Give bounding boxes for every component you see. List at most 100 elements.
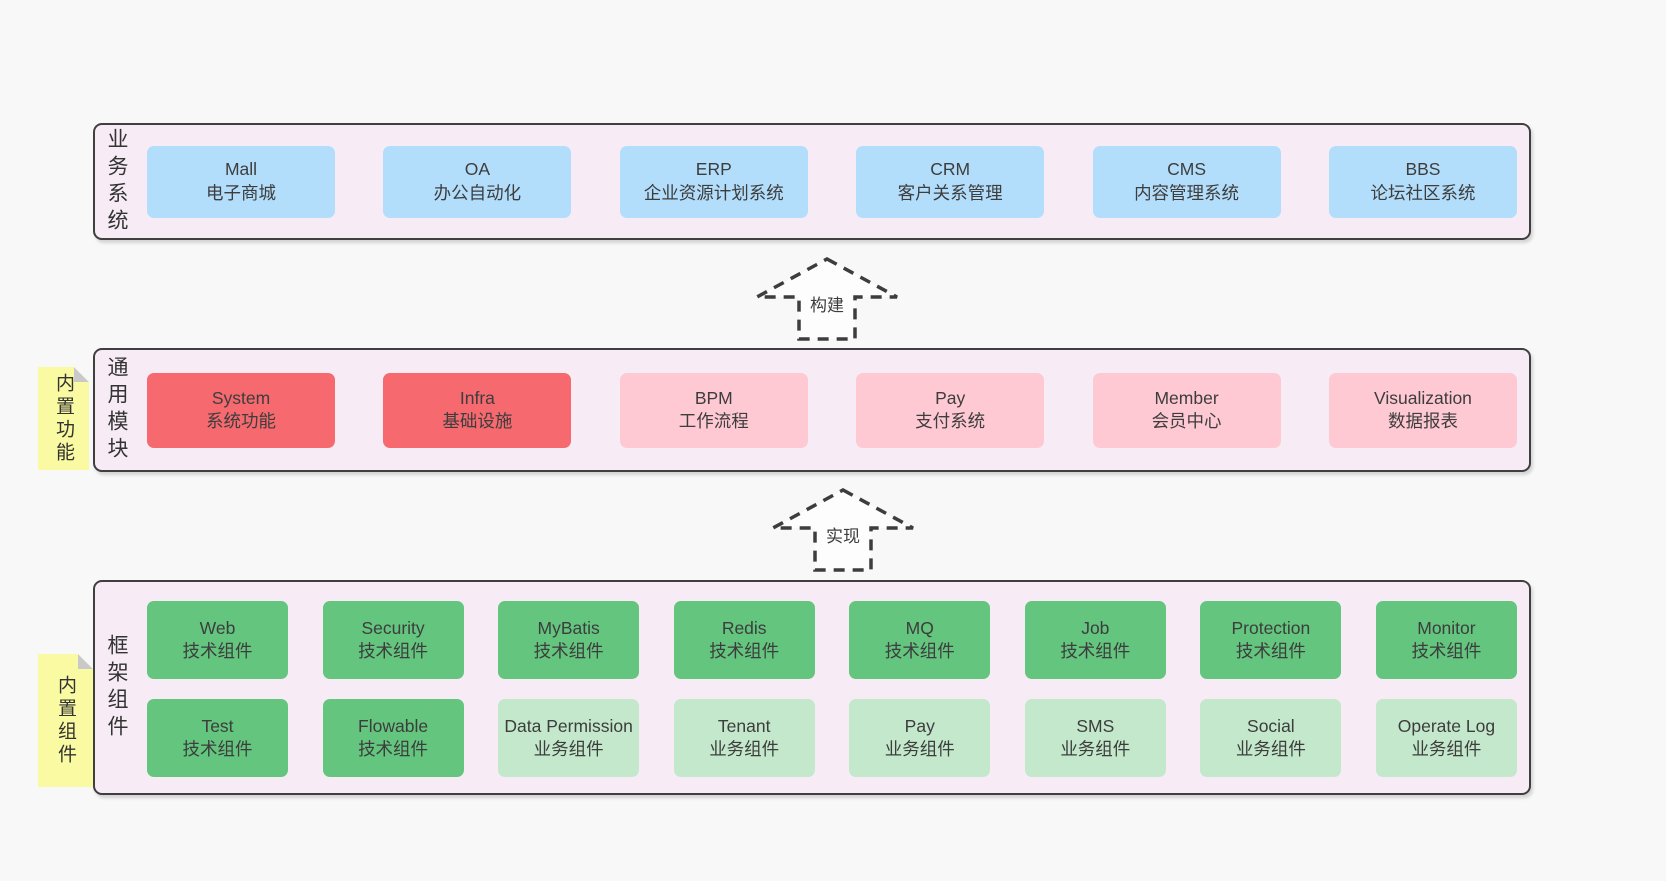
box-subtitle: 技术组件 [358,641,429,661]
box-title: Test [201,715,234,736]
box-title: Flowable [358,715,429,736]
box-title: Operate Log [1397,715,1496,736]
arrow-up-build: 构建 [752,255,902,343]
box-redis: Redis 技术组件 [673,601,815,679]
box-mall: Mall 电子商城 [147,145,335,218]
box-subtitle: 技术组件 [1411,641,1482,661]
box-protection: Protection 技术组件 [1200,601,1342,679]
box-subtitle: 企业资源计划系统 [643,182,784,203]
note-fold-corner [78,654,93,669]
box-title: Monitor [1417,617,1476,638]
layer-label-modules: 通用模块 [105,356,128,464]
box-subtitle: 技术组件 [709,641,780,661]
box-subtitle: 技术组件 [1060,641,1131,661]
box-sms: SMS 业务组件 [1024,699,1166,777]
note-text: 内置组件 [55,674,76,767]
box-web: Web 技术组件 [147,601,288,679]
arrow-label-build: 构建 [810,296,844,315]
arrow-up-implement: 实现 [768,486,918,574]
box-subtitle: 数据报表 [1387,411,1458,431]
box-infra: Infra 基础设施 [383,372,572,448]
box-subtitle: 业务组件 [884,739,955,759]
box-operate-log: Operate Log 业务组件 [1375,699,1517,777]
box-title: Web [199,617,236,638]
box-title: MyBatis [537,617,600,638]
box-subtitle: 内容管理系统 [1134,182,1240,203]
box-data-permission: Data Permission 业务组件 [498,699,640,777]
business-boxes-row: Mall 电子商城 OA 办公自动化 ERP 企业资源计划系统 CRM 客户关系… [147,125,1517,238]
component-rows: Web 技术组件 Security 技术组件 MyBatis 技术组件 Redi… [147,601,1517,777]
box-subtitle: 技术组件 [358,739,429,759]
box-member: Member 会员中心 [1092,372,1281,448]
box-title: Pay [904,715,935,736]
box-subtitle: 业务组件 [709,739,780,759]
layer-framework-components: 框架组件 Web 技术组件 Security 技术组件 MyBatis 技术组件… [93,580,1531,795]
box-title: CRM [930,159,971,180]
arrow-label-implement: 实现 [826,527,860,546]
box-bpm: BPM 工作流程 [619,372,808,448]
sticky-note-builtin-features: 内置功能 [38,367,89,470]
layer-label-components: 框架组件 [105,633,128,742]
box-subtitle: 技术组件 [182,641,253,661]
box-title: Data Permission [504,715,633,736]
box-crm: CRM 客户关系管理 [856,145,1045,218]
box-subtitle: 业务组件 [1060,739,1131,759]
box-tenant: Tenant 业务组件 [673,699,815,777]
box-social: Social 业务组件 [1200,699,1342,777]
box-subtitle: 客户关系管理 [897,182,1003,203]
module-boxes-row: System 系统功能 Infra 基础设施 BPM 工作流程 Pay 支付系统… [147,350,1517,470]
box-pay-component: Pay 业务组件 [849,699,991,777]
box-title: Redis [721,617,767,638]
box-security: Security 技术组件 [322,601,464,679]
box-subtitle: 业务组件 [1235,739,1306,759]
layer-business-systems: 业务系统 Mall 电子商城 OA 办公自动化 ERP 企业资源计划系统 CRM… [93,123,1531,240]
box-test: Test 技术组件 [147,699,288,777]
box-title: Job [1081,617,1110,638]
box-subtitle: 电子商城 [206,182,276,203]
box-subtitle: 工作流程 [678,411,749,431]
box-subtitle: 业务组件 [1411,739,1482,759]
box-title: Infra [459,387,495,408]
box-title: Social [1247,715,1295,736]
layer-common-modules: 通用模块 System 系统功能 Infra 基础设施 BPM 工作流程 Pay… [93,348,1531,472]
box-title: BPM [694,387,733,408]
box-subtitle: 论坛社区系统 [1370,182,1476,203]
box-mybatis: MyBatis 技术组件 [498,601,640,679]
component-row-2: Test 技术组件 Flowable 技术组件 Data Permission … [147,699,1517,777]
box-subtitle: 业务组件 [533,739,604,759]
box-pay-module: Pay 支付系统 [856,372,1045,448]
box-oa: OA 办公自动化 [383,145,572,218]
dashed-up-arrow-icon [756,257,898,341]
box-subtitle: 技术组件 [182,739,253,759]
box-title: Pay [935,387,966,408]
box-title: Tenant [717,715,771,736]
box-subtitle: 支付系统 [915,411,986,431]
dashed-up-arrow-icon [772,488,914,572]
box-erp: ERP 企业资源计划系统 [619,145,808,218]
box-subtitle: 会员中心 [1151,411,1222,431]
box-cms: CMS 内容管理系统 [1092,145,1281,218]
box-title: OA [464,159,491,180]
box-subtitle: 基础设施 [442,411,513,431]
box-title: BBS [1405,159,1441,180]
box-title: CMS [1167,159,1206,180]
box-title: Mall [224,159,258,180]
box-subtitle: 办公自动化 [433,182,522,203]
box-subtitle: 技术组件 [884,641,955,661]
box-title: MQ [905,617,934,638]
box-title: ERP [695,159,732,180]
box-monitor: Monitor 技术组件 [1375,601,1517,679]
layer-label-business: 业务系统 [105,127,128,236]
note-text: 内置功能 [53,372,74,465]
box-flowable: Flowable 技术组件 [322,699,464,777]
box-mq: MQ 技术组件 [849,601,991,679]
box-subtitle: 系统功能 [206,411,276,431]
box-visualization: Visualization 数据报表 [1328,372,1517,448]
box-title: System [211,387,271,408]
box-title: Visualization [1373,387,1472,408]
box-system: System 系统功能 [147,372,335,448]
box-title: Protection [1231,617,1311,638]
box-subtitle: 技术组件 [1235,641,1306,661]
sticky-note-builtin-components: 内置组件 [38,654,93,787]
component-row-1: Web 技术组件 Security 技术组件 MyBatis 技术组件 Redi… [147,601,1517,679]
